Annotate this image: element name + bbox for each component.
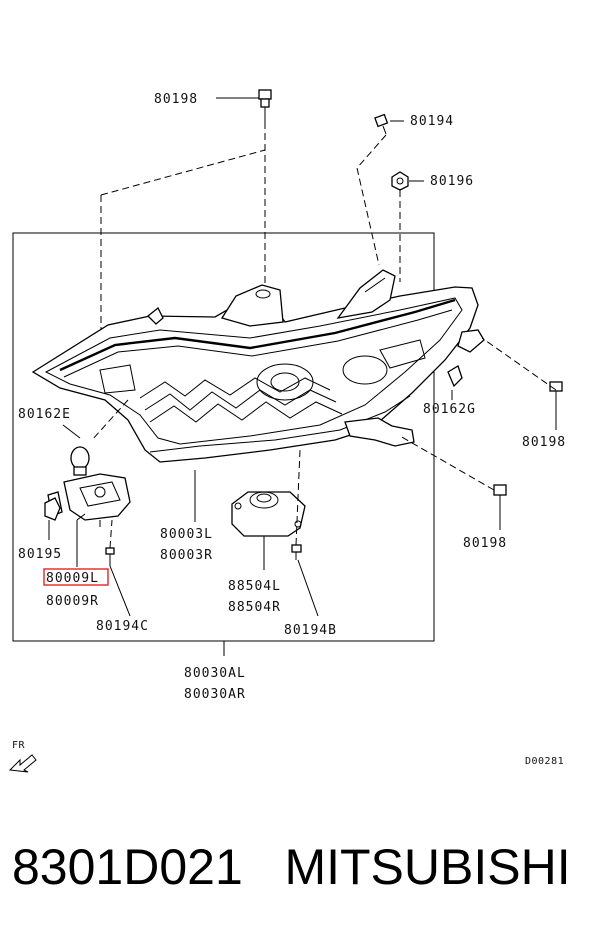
label-80198-top: 80198 [154,92,198,107]
label-80003l: 80003L [160,527,213,542]
screw-80194 [374,113,389,135]
bolt-80198-right [549,381,563,402]
diagram-code: D00281 [525,756,564,767]
brand-name: MITSUBISHI [284,839,571,895]
label-80198-lower: 80198 [463,536,507,551]
nut-80196 [391,171,409,191]
label-80030al: 80030AL [184,666,246,681]
screw-80194c [105,547,115,566]
label-80194: 80194 [410,114,454,129]
bolt-80198-top [258,89,272,122]
label-80198-right: 80198 [522,435,566,450]
clip-80195 [44,497,61,521]
label-80162g: 80162G [423,402,476,417]
highlight-box-80009l [43,568,109,586]
label-80003r: 80003R [160,548,213,563]
label-88504r: 88504R [228,600,281,615]
caption: 8301D021 MITSUBISHI [12,838,571,896]
headlamp-assembly [31,269,485,463]
label-80162e: 80162E [18,407,71,422]
label-80009l: 80009L [46,571,99,586]
label-80195: 80195 [18,547,62,562]
parts-diagram: 80198 80194 80196 80162E 80162G 80198 80… [8,89,566,773]
part-number: 8301D021 [12,839,243,895]
label-80194c: 80194C [96,619,149,634]
label-80196: 80196 [430,174,474,189]
label-fr: FR [12,740,26,751]
module-80009 [47,473,131,521]
screw-80194b [291,544,302,560]
front-arrow-icon [8,754,37,773]
bolt-80198-lower [493,484,507,506]
label-80194b: 80194B [284,623,337,638]
label-80009r: 80009R [46,594,99,609]
label-80030ar: 80030AR [184,687,246,702]
ballast-88504 [231,491,306,537]
bulb-80162e [70,446,90,476]
leader-lines [48,97,557,656]
label-88504l: 88504L [228,579,281,594]
